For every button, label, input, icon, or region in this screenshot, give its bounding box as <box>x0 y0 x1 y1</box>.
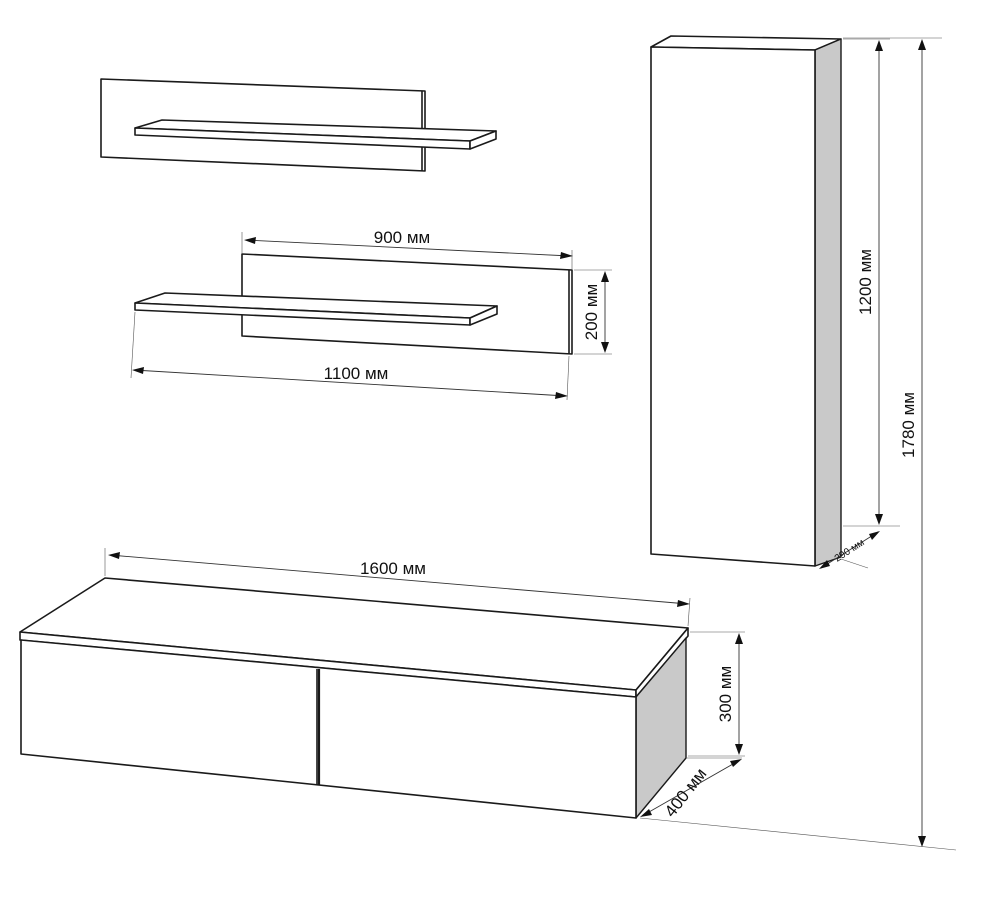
lower-shelf-board-end <box>469 305 498 326</box>
tv-stand <box>19 577 689 819</box>
label-1780mm: 1780 мм <box>899 392 918 458</box>
upper-shelf-board-end <box>469 130 497 150</box>
upper-wall-shelf <box>100 78 497 172</box>
dimension-1780 <box>639 37 957 851</box>
label-300mm: 300 мм <box>716 666 735 722</box>
label-1200mm: 1200 мм <box>856 249 875 315</box>
tv-stand-front <box>20 639 637 819</box>
label-900mm: 900 мм <box>374 228 430 247</box>
dimension-900 <box>241 232 573 270</box>
dimension-1200 <box>843 38 900 527</box>
dimension-1600 <box>104 548 691 627</box>
tall-cabinet <box>650 35 842 567</box>
label-200mm: 200 мм <box>582 284 601 340</box>
dimension-400 <box>640 757 742 817</box>
dimension-300 <box>688 631 745 757</box>
dimension-290 <box>819 531 880 569</box>
label-1100mm: 1100 мм <box>324 364 389 383</box>
cabinet-side <box>814 38 842 567</box>
cabinet-front <box>650 46 816 567</box>
label-1600mm: 1600 мм <box>360 559 426 578</box>
dimension-200 <box>574 269 612 355</box>
tv-stand-top-edge-side <box>635 627 689 698</box>
lower-wall-shelf <box>134 253 573 355</box>
dimension-1100 <box>130 311 570 401</box>
